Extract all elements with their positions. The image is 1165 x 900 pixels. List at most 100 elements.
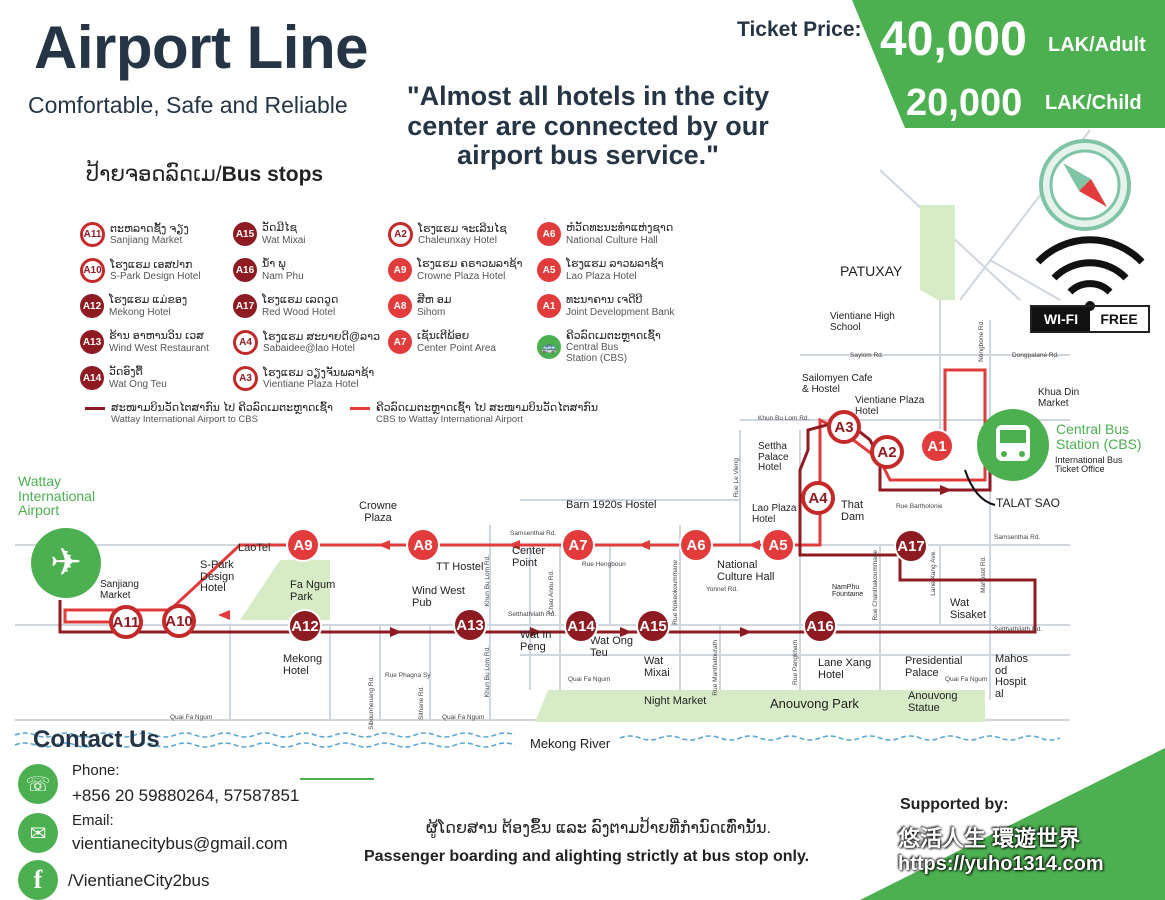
- legend-en: Sabaidee@lao Hotel: [263, 343, 355, 355]
- legend-en: Vientiane Plaza Hotel: [263, 379, 359, 391]
- ticket-price-label: Ticket Price:: [737, 18, 862, 41]
- watermark-cn: 悠活人生 環遊世界: [898, 826, 1081, 851]
- cbs-label: Central Bus Station (CBS): [1056, 421, 1142, 452]
- legend-lao: ໂຮງແຮມ ຈະເລີນໄຊ: [418, 222, 507, 235]
- phone-icon: ☏: [18, 764, 58, 804]
- map-stop-a2: A2: [870, 435, 904, 469]
- road-quai-fa-ngum-far: Quai Fa Ngum: [945, 676, 988, 683]
- map-stop-a6: A6: [679, 528, 713, 562]
- svg-text:✈: ✈: [50, 540, 82, 584]
- compass-icon: [1039, 139, 1131, 231]
- legend-lao: ນໍ້າ ພຸ: [262, 258, 286, 271]
- email-value[interactable]: vientianecitybus@gmail.com: [72, 834, 288, 853]
- map-stop-a17: A17: [894, 529, 928, 563]
- road-setthathilath-east: Setthathilath Rd.: [994, 626, 1043, 633]
- label-wat-sisaket: Wat Sisaket: [950, 597, 987, 621]
- dark-route-en: Wattay International Airport to CBS: [111, 413, 258, 425]
- map-stop-a4: A4: [801, 481, 835, 515]
- legend-badge: A6: [537, 222, 561, 246]
- road-mahosot: Mahosot Rd.: [980, 556, 987, 593]
- legend-en: Wat Ong Teu: [109, 378, 167, 390]
- label-tt-hostel: TT Hostel: [436, 561, 484, 573]
- legend-en: Center Point Area: [417, 342, 496, 354]
- email-icon: ✉: [18, 813, 58, 853]
- label-intl-ticket: International Bus Ticket Office: [1055, 455, 1123, 475]
- dark-route-legend: ສະໜາມບິນວັດໄຕສາກົນ ໄປ ຄີວລົດເມຕະຫຼາດເຊົ້…: [85, 402, 333, 426]
- legend-lao: ໂຮງແຮມ ລາວພລາຊ້າ: [566, 258, 664, 271]
- label-talat-sao: TALAT SAO: [996, 496, 1061, 510]
- legend-en: National Culture Hall: [566, 234, 658, 246]
- road-yonnet: Yonnet Rd.: [706, 586, 738, 593]
- legend-badge: A1: [537, 294, 561, 318]
- road-chanthakoummane: Rue Chanthakoummane: [872, 550, 879, 621]
- page-subtitle: Comfortable, Safe and Reliable: [28, 92, 348, 118]
- road-le-vieng: Rue Le Vieng: [733, 458, 740, 498]
- airport-label-text: Wattay International Airport: [18, 473, 96, 519]
- label-khua-din: Khua Din Market: [1038, 387, 1080, 409]
- road-chao-anou: Chao Anou Rd.: [548, 570, 555, 615]
- label-laotel: LaoTel: [238, 542, 271, 554]
- legend-badge: A11: [80, 222, 105, 247]
- legend-en: Wind West Restaurant: [109, 342, 209, 354]
- legend-text: ທະນາຄານ ເຈດີບີJoint Development Bank: [566, 294, 674, 317]
- label-anouvong-park: Anouvong Park: [770, 696, 859, 711]
- route-arrows-dark: [390, 485, 952, 637]
- legend-badge: A9: [388, 258, 412, 282]
- legend-lao: ທະນາຄານ ເຈດີບີ: [566, 294, 643, 307]
- map-stop-a1: A1: [920, 429, 954, 463]
- legend-badge: A2: [388, 222, 413, 247]
- legend-lao: ໂຮງແຮມ ວຽງຈັນພລາຊ້າ: [263, 366, 375, 379]
- label-lane-xang: Lane Xang Hotel: [818, 657, 872, 681]
- label-sanjiang: Sanjiang Market: [100, 579, 139, 601]
- phone-value[interactable]: +856 20 59880264, 57587851: [72, 786, 300, 805]
- label-wat-ong-teu: Wat Ong Teu: [590, 635, 633, 659]
- map-stop-a10: A10: [162, 604, 196, 638]
- red-route-lao: ຄີວລົດເມຕະຫຼາດເຊົ້າ ໄປ ສະໜາມບິນວັດໄຕສາກົ…: [376, 402, 598, 414]
- label-fa-ngum: Fa Ngum Park: [290, 579, 336, 603]
- river-waves: [14, 732, 1061, 748]
- label-mekong-hotel: Mekong Hotel: [283, 653, 323, 677]
- legend-badge: A12: [80, 294, 104, 318]
- legend-badge: A5: [537, 258, 561, 282]
- legend-lao: ຫໍວັດທະນະທຳແຫ່ງຊາດ: [566, 222, 674, 235]
- label-sailomyen: Sailomyen Cafe & Hostel: [802, 373, 873, 395]
- red-route-legend: ຄີວລົດເມຕະຫຼາດເຊົ້າ ໄປ ສະໜາມບິນວັດໄຕສາກົ…: [350, 402, 598, 426]
- label-namphu: NamPhu Fountaine: [832, 584, 864, 599]
- label-wind-west: Wind West Pub: [412, 585, 465, 609]
- map-stop-a7: A7: [561, 528, 595, 562]
- price-panel-bg: [852, 0, 1165, 128]
- road-manthatourath: Rue Manthatourath: [712, 640, 719, 696]
- map-stop-a8: A8: [406, 528, 440, 562]
- legend-lao: ໂຮງແຮມ ແມ່ຂອງ: [109, 294, 188, 307]
- label-patuxay: PATUXAY: [840, 263, 903, 279]
- legend-en: Sanjiang Market: [110, 235, 183, 247]
- road-bartholonie: Rue Bartholonie: [896, 503, 943, 510]
- legend-lao: ຄີວລົດເມຕະຫຼາດເຊົ້າ: [566, 330, 661, 342]
- legend-badge: A16: [233, 258, 257, 282]
- adult-price: 40,000: [880, 13, 1027, 66]
- notice-en: Passenger boarding and alighting strictl…: [364, 848, 810, 865]
- wifi-icon: [1035, 236, 1145, 311]
- road-phagna-sy: Rue Phagna Sy: [385, 672, 431, 679]
- dark-route: [58, 418, 1037, 634]
- road-quai-fa-ngum-mid: Quai Fa Ngum: [442, 714, 485, 721]
- child-price-unit: LAK/Child: [1045, 92, 1142, 114]
- facebook-value[interactable]: /VientianeCity2bus: [68, 871, 210, 890]
- legend-badge: A4: [233, 330, 258, 355]
- facebook-icon: f: [18, 860, 58, 900]
- legend-lao: ວັດມີໄຊ: [262, 222, 297, 235]
- legend-badge: A14: [80, 366, 104, 390]
